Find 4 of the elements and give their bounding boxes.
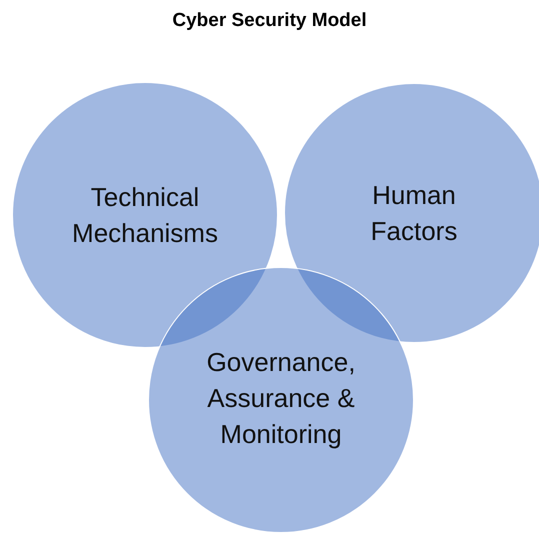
circle-label: Technical Mechanisms [71,181,219,250]
circle-label: Governance, Assurance & Monitoring [206,346,356,451]
diagram-title: Cyber Security Model [172,10,367,32]
circle-label: Human Factors [370,179,458,248]
